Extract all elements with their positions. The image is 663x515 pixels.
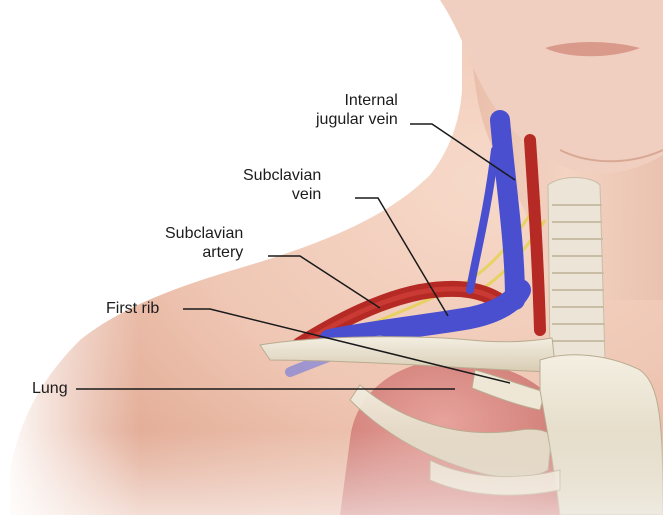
label-subclavian-artery-line1: Subclavian — [165, 224, 243, 243]
label-lung: Lung — [32, 379, 68, 398]
label-subclavian-artery: Subclavian artery — [165, 224, 243, 262]
label-subclavian-vein-line1: Subclavian — [243, 166, 321, 185]
label-subclavian-artery-line2: artery — [165, 243, 243, 262]
label-subclavian-vein: Subclavian vein — [243, 166, 321, 204]
label-subclavian-vein-line2: vein — [243, 185, 321, 204]
label-internal-jugular-vein-line1: Internal — [316, 91, 398, 110]
label-first-rib: First rib — [106, 299, 159, 318]
label-internal-jugular-vein-line2: jugular vein — [316, 110, 398, 129]
label-internal-jugular-vein: Internal jugular vein — [316, 91, 398, 129]
